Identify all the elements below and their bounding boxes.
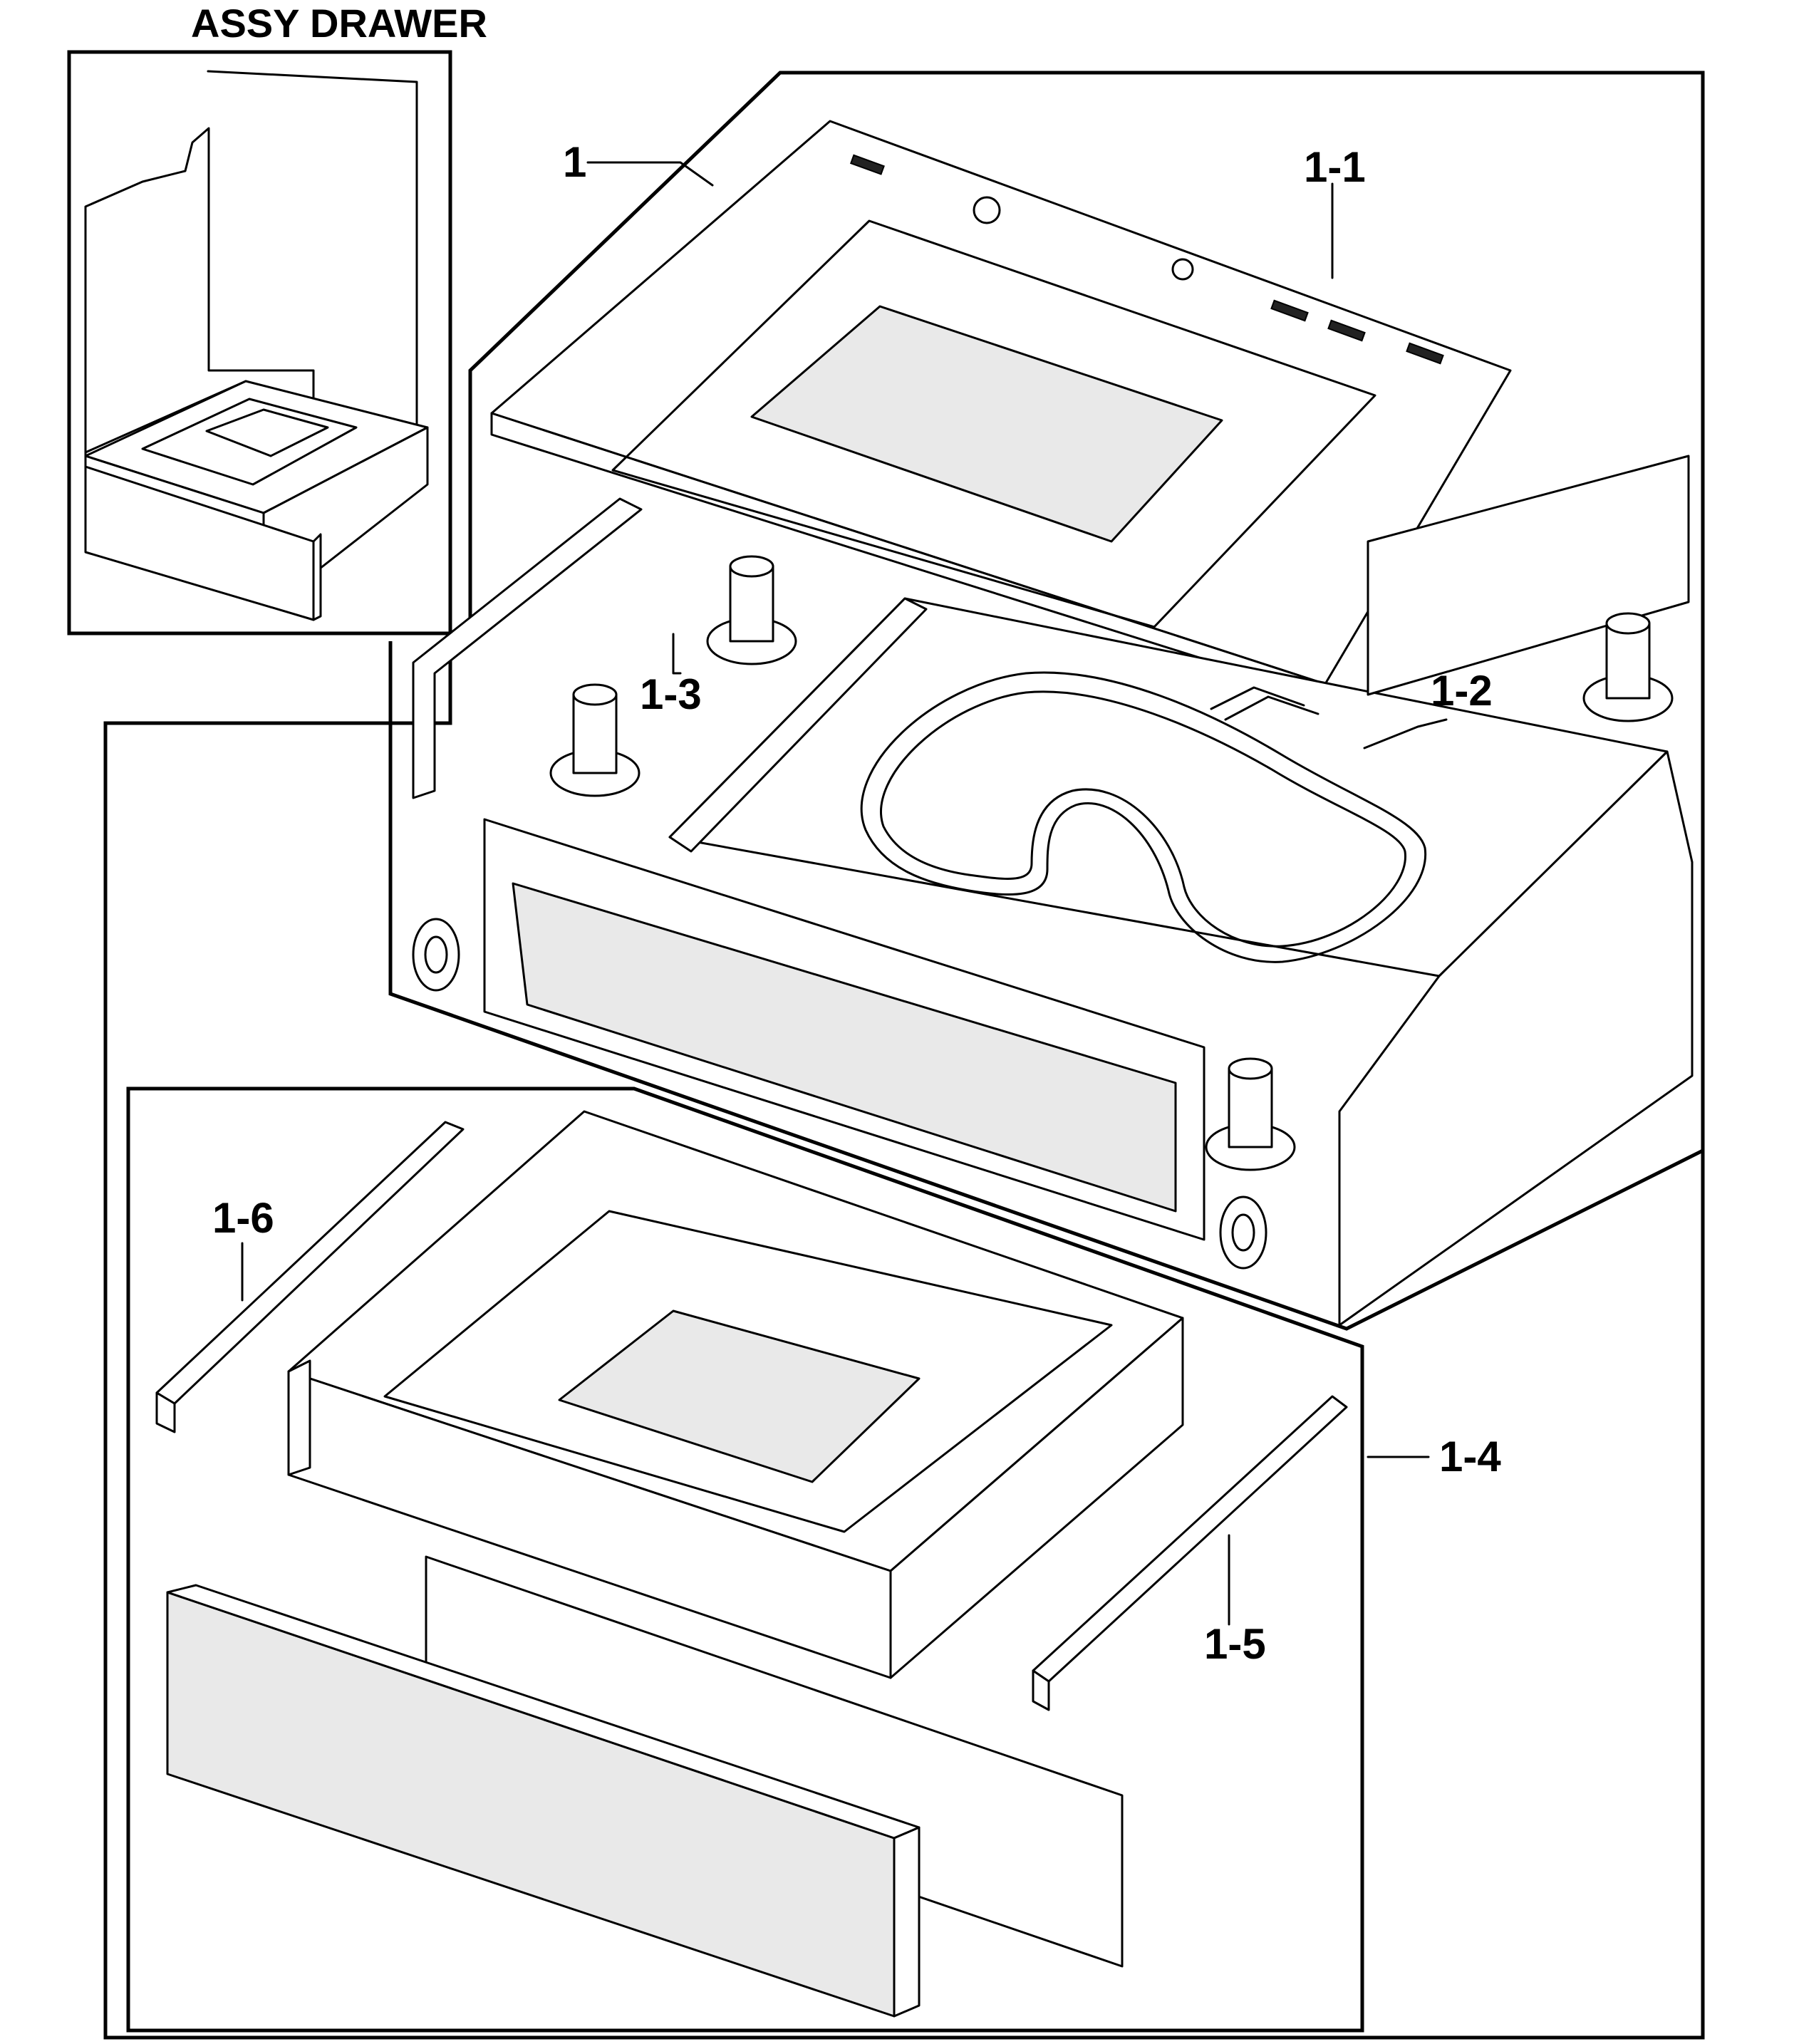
callout-leaders (241, 161, 1448, 1626)
assembly-1-boundary (103, 71, 1705, 2040)
heating-element (860, 671, 1427, 963)
callout-1-3: 1-3 (640, 670, 702, 718)
slide-rail-right (1032, 1395, 1348, 1711)
leg-2 (549, 683, 641, 797)
range-overview-illustration (84, 70, 429, 621)
overview-inset (67, 50, 452, 635)
callout-1-5: 1-5 (1204, 1620, 1266, 1668)
callout-1-4: 1-4 (1439, 1433, 1501, 1480)
callout-1: 1 (563, 138, 586, 186)
diagram-title: ASSY DRAWER (191, 1, 487, 46)
leg-4 (1205, 1057, 1296, 1171)
callout-1-2: 1-2 (1431, 667, 1493, 715)
leveling-legs (412, 555, 1674, 1270)
assembly-1-1-boundary (388, 399, 1705, 1331)
callout-1-6: 1-6 (212, 1194, 274, 1242)
wheel-1 (412, 918, 460, 992)
inset-frame (67, 50, 452, 635)
leg-3 (1582, 612, 1674, 722)
top-panel (490, 120, 1512, 703)
leg-1 (706, 555, 797, 665)
drawer-assembly (166, 1110, 1184, 2018)
wheel-2 (1219, 1195, 1267, 1270)
slide-rail-left (155, 1121, 465, 1433)
callout-1-1: 1-1 (1304, 143, 1366, 191)
assembly-1-4-boundary (126, 1086, 1364, 2033)
